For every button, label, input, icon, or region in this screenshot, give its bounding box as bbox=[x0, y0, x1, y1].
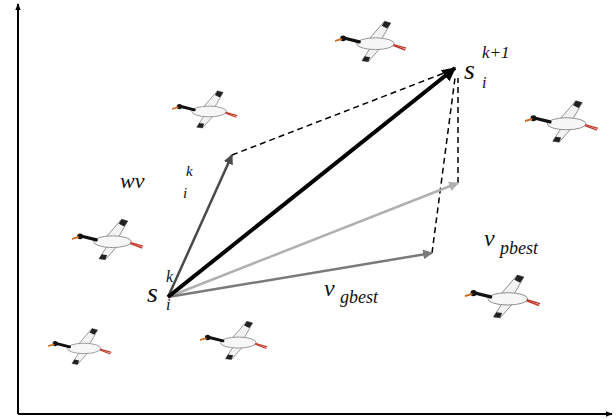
pbest-vector bbox=[168, 183, 458, 297]
superscript: k bbox=[166, 269, 173, 285]
bird-icon bbox=[48, 328, 111, 364]
superscript: k+1 bbox=[482, 44, 510, 61]
resultant-vector bbox=[168, 68, 455, 297]
dashed-guide bbox=[457, 78, 459, 183]
subscript: pbest bbox=[500, 239, 538, 257]
x-axis bbox=[18, 413, 612, 415]
subscript: i bbox=[183, 186, 187, 201]
bird-icon bbox=[335, 21, 406, 62]
bird-icon bbox=[72, 219, 143, 260]
bird-icon bbox=[172, 91, 237, 128]
position-symbol: s bbox=[147, 279, 158, 307]
position-symbol: s bbox=[464, 56, 475, 84]
subscript: gbest bbox=[340, 288, 378, 306]
dashed-guide bbox=[432, 78, 455, 253]
bird-icon bbox=[465, 275, 540, 318]
velocity-symbol: v bbox=[324, 276, 335, 300]
bird-icon bbox=[525, 101, 598, 142]
gbest-vector bbox=[168, 253, 432, 297]
subscript: i bbox=[482, 75, 486, 91]
birds bbox=[48, 21, 598, 364]
subscript: i bbox=[166, 297, 170, 313]
velocity-symbol: v bbox=[484, 226, 495, 250]
superscript: k bbox=[186, 164, 193, 179]
y-axis bbox=[17, 4, 19, 414]
bird-icon bbox=[200, 321, 267, 359]
dashed-guide bbox=[232, 70, 452, 155]
inertia-term: wv bbox=[120, 170, 144, 192]
